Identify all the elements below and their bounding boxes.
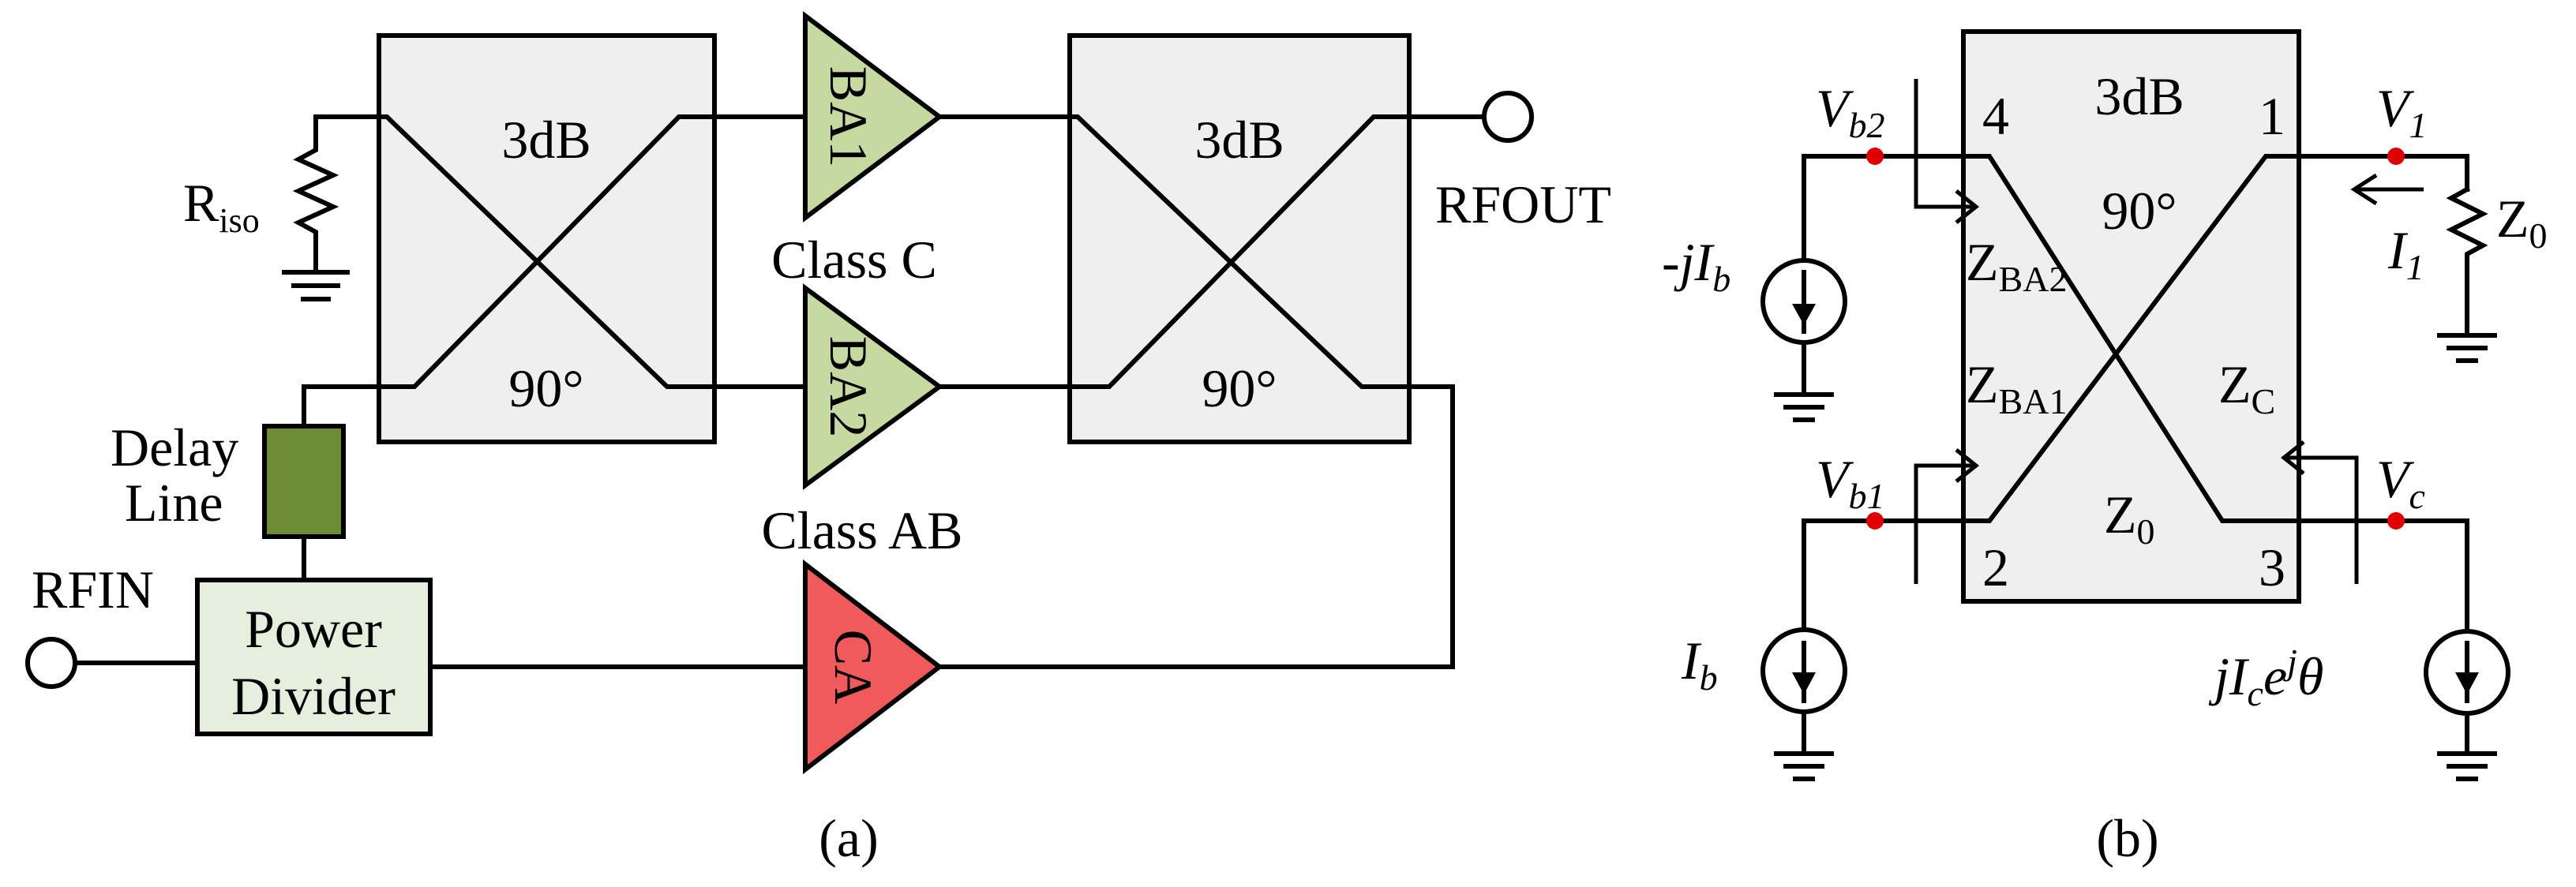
zba2-label: ZBA2 (1966, 232, 2067, 299)
arrow-zba2-line (1914, 79, 1974, 209)
minus-jib-label: -jIb (1662, 232, 1730, 299)
jic-label: jIcejθ (2208, 642, 2323, 713)
coupler-2-bottom-label: 90° (1202, 358, 1277, 418)
coupler-1-box (377, 33, 717, 444)
arrow-zc (2280, 440, 2359, 584)
arrow-i1-head-icon (2350, 173, 2378, 206)
node-v1-dot (2387, 148, 2405, 165)
ground-icon (2437, 751, 2497, 781)
vb2-label: Vb2 (1816, 78, 1885, 145)
ba2-class-label: Class AB (761, 500, 962, 560)
riso-resistor: Riso (183, 114, 350, 301)
ba1-triangle (803, 10, 943, 223)
coupler-b-top-label: 3dB (2094, 66, 2184, 126)
coupler-b-diagonal-2-1 (1802, 154, 2469, 523)
i1-label: I1 (2387, 220, 2424, 287)
source-minus-jib-arrow-icon (1792, 304, 1816, 325)
coupler-1-top-label: 3dB (501, 110, 591, 170)
riso-zigzag (292, 114, 339, 271)
coupler-1-bottom-label: 90° (508, 358, 583, 418)
panel-b: 3dB 90° Z0 4 1 2 3 ZBA2 ZBA1 ZC (1662, 29, 2548, 868)
arrow-zba2-head-icon (1955, 189, 1980, 224)
panel-a: 3dB 90° Riso BA1 Class C BA2 Class AB (25, 10, 1611, 868)
rfout-label: RFOUT (1435, 174, 1611, 234)
node-vb2-dot (1866, 148, 1884, 165)
source-ib: Ib (1681, 518, 1847, 781)
coupler-2: 3dB 90° (937, 33, 1487, 669)
coupler-2-diagonal-a (937, 114, 1455, 669)
rfin-terminal: RFIN (25, 560, 200, 689)
arrow-i1 (2350, 173, 2424, 206)
z0-load-label: Z0 (2496, 189, 2548, 256)
arrow-zc-line (2285, 455, 2359, 584)
amp-ba1: BA1 Class C (771, 10, 943, 290)
coupler-1-diagonal-b (302, 114, 796, 389)
source-minus-jib: -jIb (1662, 154, 1847, 422)
delay-line-box (262, 424, 346, 539)
arrow-zba2 (1914, 79, 1980, 224)
ba2-label: BA2 (819, 336, 879, 437)
panel-a-caption: (a) (819, 808, 878, 868)
power-divider-box (195, 578, 433, 736)
rfin-port-icon (25, 637, 77, 689)
panel-b-caption: (b) (2096, 808, 2158, 868)
amp-ca: CA (803, 559, 943, 775)
amp-ba2: BA2 Class AB (712, 283, 963, 560)
coupler-2-diagonal-b (937, 114, 1487, 389)
source-jic: jIcejθ (2208, 629, 2510, 781)
rfout-port-icon (1482, 91, 1534, 143)
ground-icon (1774, 392, 1834, 422)
node-vc-dot (2387, 512, 2405, 530)
ba2-triangle (803, 283, 944, 490)
power-divider-label-1: Power (245, 599, 382, 659)
port-2-label: 2 (1982, 537, 2009, 597)
rfout-terminal: RFOUT (1435, 91, 1611, 234)
port-3-label: 3 (2259, 537, 2285, 597)
ib-label: Ib (1681, 631, 1718, 698)
coupler-b-bottom-label: Z0 (2104, 485, 2155, 552)
arrow-zba1-line (1914, 463, 1974, 584)
coupler-b-mid-label: 90° (2102, 181, 2177, 241)
delay-line: Delay Line (111, 384, 346, 582)
vc-label: Vc (2376, 449, 2425, 516)
power-divider: Power Divider (195, 578, 808, 736)
riso-label: Riso (183, 173, 260, 240)
z0-resistor-zigzag (2446, 185, 2488, 334)
power-divider-label-2: Divider (231, 666, 396, 726)
delay-line-label-1: Delay (111, 417, 238, 477)
ba1-label: BA1 (819, 66, 879, 167)
coupler-2-top-label: 3dB (1194, 110, 1284, 170)
coupler-1: 3dB 90° (302, 33, 796, 444)
source-jic-arrow-icon (2455, 672, 2479, 694)
arrow-zba1 (1914, 448, 1980, 584)
delay-line-label-2: Line (125, 473, 223, 533)
source-ib-arrow-icon (1792, 672, 1816, 694)
ba1-class-label: Class C (771, 230, 937, 290)
coupler-1-diagonal-a (313, 114, 717, 389)
port-4-label: 4 (1982, 86, 2009, 146)
v1-label: V1 (2376, 78, 2428, 145)
load-z0: Z0 I1 (2387, 185, 2548, 363)
ground-icon (1774, 751, 1834, 781)
riso-ground-icon (282, 270, 350, 301)
coupler-2-box (1067, 33, 1412, 444)
arrow-zc-head-icon (2280, 440, 2305, 475)
zba1-label: ZBA1 (1966, 354, 2067, 421)
ground-icon (2437, 333, 2497, 363)
zc-label: ZC (2218, 354, 2275, 421)
ca-label: CA (823, 630, 883, 704)
rfin-label: RFIN (32, 560, 154, 619)
coupler-b-box (1961, 29, 2301, 604)
vb1-label: Vb1 (1816, 449, 1885, 516)
arrow-zba1-head-icon (1955, 448, 1980, 483)
node-vb1-dot (1866, 512, 1884, 530)
port-1-label: 1 (2259, 86, 2285, 146)
coupler-b-diagonal-4-3 (1802, 154, 2469, 634)
